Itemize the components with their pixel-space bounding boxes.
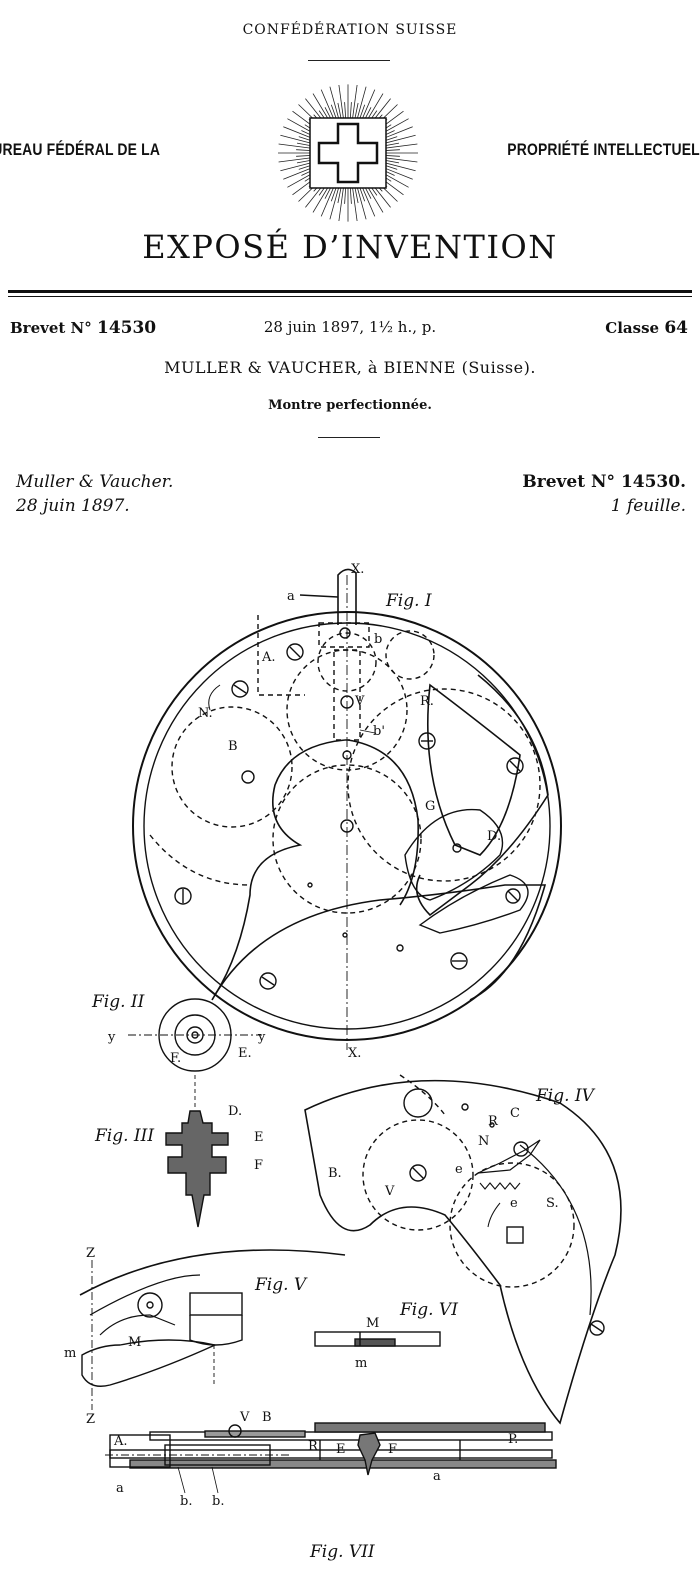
label-m-upper-fig6: M — [366, 1316, 379, 1331]
emblem-ray — [338, 182, 345, 222]
label-m-lower-fig6: m — [355, 1356, 367, 1371]
swiss-cross-emblem-icon — [278, 84, 418, 222]
label-n-fig4: N — [478, 1134, 489, 1149]
patent-number-value: 14530 — [96, 318, 157, 338]
label-a-right-fig7: a — [433, 1469, 441, 1484]
label-f-fig7: F — [388, 1442, 397, 1457]
label-v-fig4: V — [384, 1184, 395, 1199]
figure-6 — [314, 1331, 441, 1347]
patent-class-value: 64 — [664, 318, 688, 338]
figure-1 — [132, 568, 562, 1050]
label-r: R. — [420, 694, 434, 709]
decorative-rule — [308, 60, 390, 61]
invention-subject: Montre perfectionnée. — [268, 398, 432, 413]
emblem-ray — [351, 182, 358, 222]
decorative-rule — [318, 437, 380, 438]
sheet-patent-number: Brevet N° 14530. — [522, 472, 686, 492]
label-m-upper-fig5: M — [128, 1335, 141, 1350]
label-f: F. — [170, 1051, 181, 1066]
label-a-fig7: A. — [113, 1434, 128, 1449]
figure-2-title: Fig. II — [91, 992, 145, 1012]
label-a: a — [287, 589, 295, 604]
sheet-count: 1 feuille. — [610, 496, 686, 516]
emblem-ray — [338, 84, 345, 124]
label-r-fig7: R — [308, 1439, 319, 1454]
patent-number: Brevet N° 14530 — [10, 318, 156, 338]
figure-7-title: Fig. VII — [309, 1542, 375, 1562]
label-x-bottom: X. — [348, 1046, 361, 1061]
label-g: G — [425, 799, 435, 814]
figure-4 — [304, 1074, 622, 1425]
header-rule — [8, 290, 692, 293]
label-e-fig4-b: e — [510, 1196, 518, 1211]
label-d: D. — [487, 829, 501, 844]
label-s-fig4: S. — [546, 1196, 559, 1211]
label-v-fig7: V — [239, 1410, 250, 1425]
label-e-fig7: E — [336, 1442, 346, 1457]
emblem-ray — [351, 84, 358, 124]
label-f-fig3: F — [254, 1158, 263, 1173]
figure-7 — [105, 1422, 557, 1494]
bureau-right-text: PROPRIÉTÉ INTELLECTUELLE — [507, 140, 700, 159]
label-y-left: y — [107, 1030, 116, 1045]
label-p-fig7: P. — [508, 1432, 518, 1447]
label-a-lower-fig7: a — [116, 1481, 124, 1496]
label-b-fig7-a: b. — [180, 1494, 192, 1509]
label-r-fig4: R — [488, 1114, 499, 1129]
patent-class: Classe 64 — [605, 318, 688, 338]
label-b-fig7: B — [262, 1410, 272, 1425]
label-b-fig4: B. — [328, 1166, 342, 1181]
patent-drawing: Fig. I Fig. II Fig. III Fig. IV Fig. V F… — [64, 562, 622, 1562]
label-y-right: y — [257, 1030, 266, 1045]
document-title: EXPOSÉ D’INVENTION — [142, 228, 558, 266]
label-a-upper: A. — [261, 650, 276, 665]
label-c-fig4: C — [510, 1106, 520, 1121]
patent-class-label: Classe — [605, 319, 660, 337]
figure-5-title: Fig. V — [254, 1275, 308, 1295]
label-v: V — [354, 694, 365, 709]
label-d-fig3: D. — [228, 1104, 242, 1119]
sheet-inventor: Muller & Vaucher. — [16, 472, 174, 492]
label-z-top: Z — [86, 1246, 95, 1261]
filing-date: 28 juin 1897, 1½ h., p. — [263, 318, 437, 336]
label-x-top: X. — [351, 562, 364, 577]
figure-2 — [128, 998, 262, 1110]
label-e-fig4-a: e — [455, 1162, 463, 1177]
figure-5 — [79, 1249, 346, 1410]
label-n: N. — [198, 706, 213, 721]
label-e-fig3: E — [254, 1130, 264, 1145]
figure-3 — [165, 1110, 229, 1228]
figure-4-title: Fig. IV — [535, 1086, 596, 1106]
label-b-upper: B — [228, 739, 238, 754]
label-e: E. — [238, 1046, 252, 1061]
figure-1-title: Fig. I — [385, 591, 432, 611]
label-b-fig7-b: b. — [212, 1494, 224, 1509]
sheet-date: 28 juin 1897. — [16, 496, 130, 516]
inventor-line: MULLER & VAUCHER, à BIENNE (Suisse). — [164, 358, 536, 377]
patent-number-label: Brevet N° — [10, 319, 92, 337]
confederation-heading: CONFÉDÉRATION SUISSE — [242, 22, 458, 38]
label-b-prime: b' — [373, 724, 385, 739]
header-rule-thin — [8, 296, 692, 297]
figure-3-title: Fig. III — [94, 1126, 154, 1146]
label-z-bottom: Z — [86, 1412, 95, 1427]
bureau-left-text: BUREAU FÉDÉRAL DE LA — [0, 140, 161, 159]
figure-6-title: Fig. VI — [399, 1300, 458, 1320]
label-m-lower-fig5: m — [64, 1346, 76, 1361]
label-b: b — [374, 632, 382, 647]
